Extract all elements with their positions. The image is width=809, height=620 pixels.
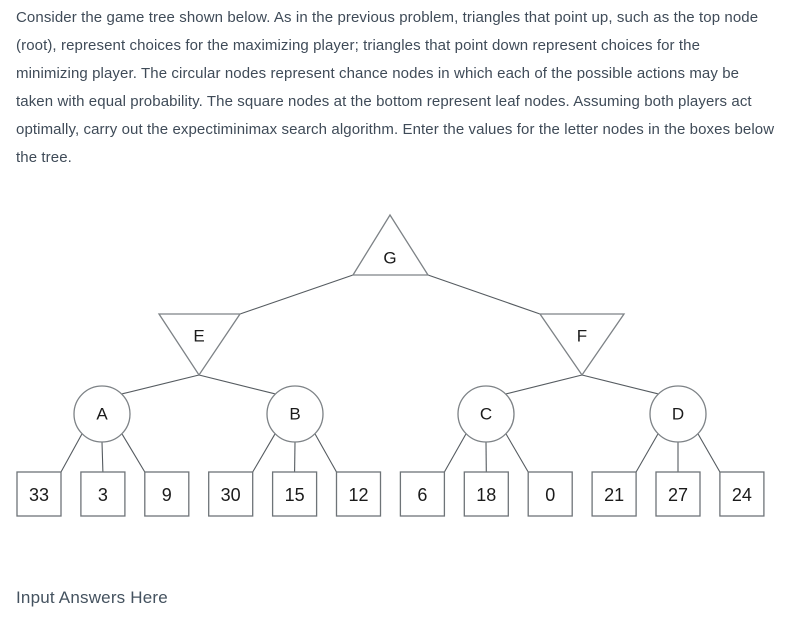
node-shape-F-triangle-down xyxy=(538,313,626,377)
leaf-node: 33 xyxy=(16,471,62,517)
leaf-node: 21 xyxy=(591,471,637,517)
node-F: F xyxy=(538,313,626,377)
leaf-value-L12: 24 xyxy=(732,485,752,505)
edge-A-leaf2 xyxy=(101,441,104,473)
node-A: A xyxy=(73,385,131,443)
node-label-B: B xyxy=(289,405,300,424)
leaf-value-L4: 30 xyxy=(221,485,241,505)
leaf-node: 15 xyxy=(271,471,318,517)
leaf-node: 12 xyxy=(335,471,382,517)
node-shape-E-triangle-down xyxy=(157,313,242,377)
leaf-node: 0 xyxy=(527,471,573,517)
edge-E-A xyxy=(122,374,200,395)
edge-B-leaf3 xyxy=(314,433,337,473)
leaf-node: 3 xyxy=(80,471,126,517)
leaf-value-L1: 33 xyxy=(29,485,49,505)
node-D: D xyxy=(649,385,707,443)
input-answers-heading: Input Answers Here xyxy=(16,588,168,607)
leaf-value-L9: 0 xyxy=(545,485,555,505)
leaf-box-L9 xyxy=(527,471,573,517)
problem-statement: Consider the game tree shown below. As i… xyxy=(16,9,775,166)
leaf-value-L7: 6 xyxy=(417,485,427,505)
node-label-D: D xyxy=(672,405,684,424)
leaf-box-L6 xyxy=(335,471,382,517)
leaf-box-L4 xyxy=(208,471,254,517)
leaf-value-L8: 18 xyxy=(476,485,496,505)
node-label-G: G xyxy=(383,249,396,268)
node-B: B xyxy=(266,385,324,443)
leaf-node: 27 xyxy=(655,471,701,517)
leaf-node: 9 xyxy=(144,471,190,517)
leaf-value-L6: 12 xyxy=(348,485,368,505)
leaf-box-L12 xyxy=(719,471,765,517)
tree-nodes: G E F A B C D xyxy=(73,213,707,443)
node-shape-G-triangle-up xyxy=(351,213,430,276)
tree-edges xyxy=(60,274,721,473)
node-label-E: E xyxy=(193,327,204,346)
node-label-C: C xyxy=(480,405,492,424)
edge-G-E xyxy=(239,274,354,315)
leaf-value-L5: 15 xyxy=(285,485,305,505)
leaf-value-L3: 9 xyxy=(162,485,172,505)
edge-D-leaf1 xyxy=(635,433,659,473)
node-C: C xyxy=(457,385,515,443)
leaf-node: 18 xyxy=(463,471,509,517)
leaf-box-L1 xyxy=(16,471,62,517)
edge-F-C xyxy=(506,374,583,395)
node-shape-C-circle xyxy=(457,385,515,443)
leaf-value-L10: 21 xyxy=(604,485,624,505)
node-shape-B-circle xyxy=(266,385,324,443)
leaf-box-L7 xyxy=(399,471,446,517)
node-G: G xyxy=(351,213,430,276)
leaf-box-L11 xyxy=(655,471,701,517)
leaf-node: 6 xyxy=(399,471,446,517)
node-shape-D-circle xyxy=(649,385,707,443)
edge-D-leaf3 xyxy=(697,433,721,473)
leaf-box-L10 xyxy=(591,471,637,517)
edge-A-leaf3 xyxy=(121,433,146,473)
node-shape-A-circle xyxy=(73,385,131,443)
leaf-box-L2 xyxy=(80,471,126,517)
leaf-value-L2: 3 xyxy=(98,485,108,505)
edge-C-leaf1 xyxy=(443,433,467,473)
node-label-A: A xyxy=(96,405,108,424)
edge-G-F xyxy=(427,274,541,315)
edge-C-leaf3 xyxy=(505,433,529,473)
edge-B-leaf1 xyxy=(252,433,276,473)
edge-E-B xyxy=(198,374,275,395)
leaf-box-L3 xyxy=(144,471,190,517)
node-E: E xyxy=(157,313,242,377)
leaf-value-L11: 27 xyxy=(668,485,688,505)
edge-A-leaf1 xyxy=(60,433,83,473)
node-label-F: F xyxy=(577,327,587,346)
leaf-box-L5 xyxy=(271,471,318,517)
leaf-box-L8 xyxy=(463,471,509,517)
leaf-node: 30 xyxy=(208,471,254,517)
edge-F-D xyxy=(581,374,658,395)
leaf-node: 24 xyxy=(719,471,765,517)
